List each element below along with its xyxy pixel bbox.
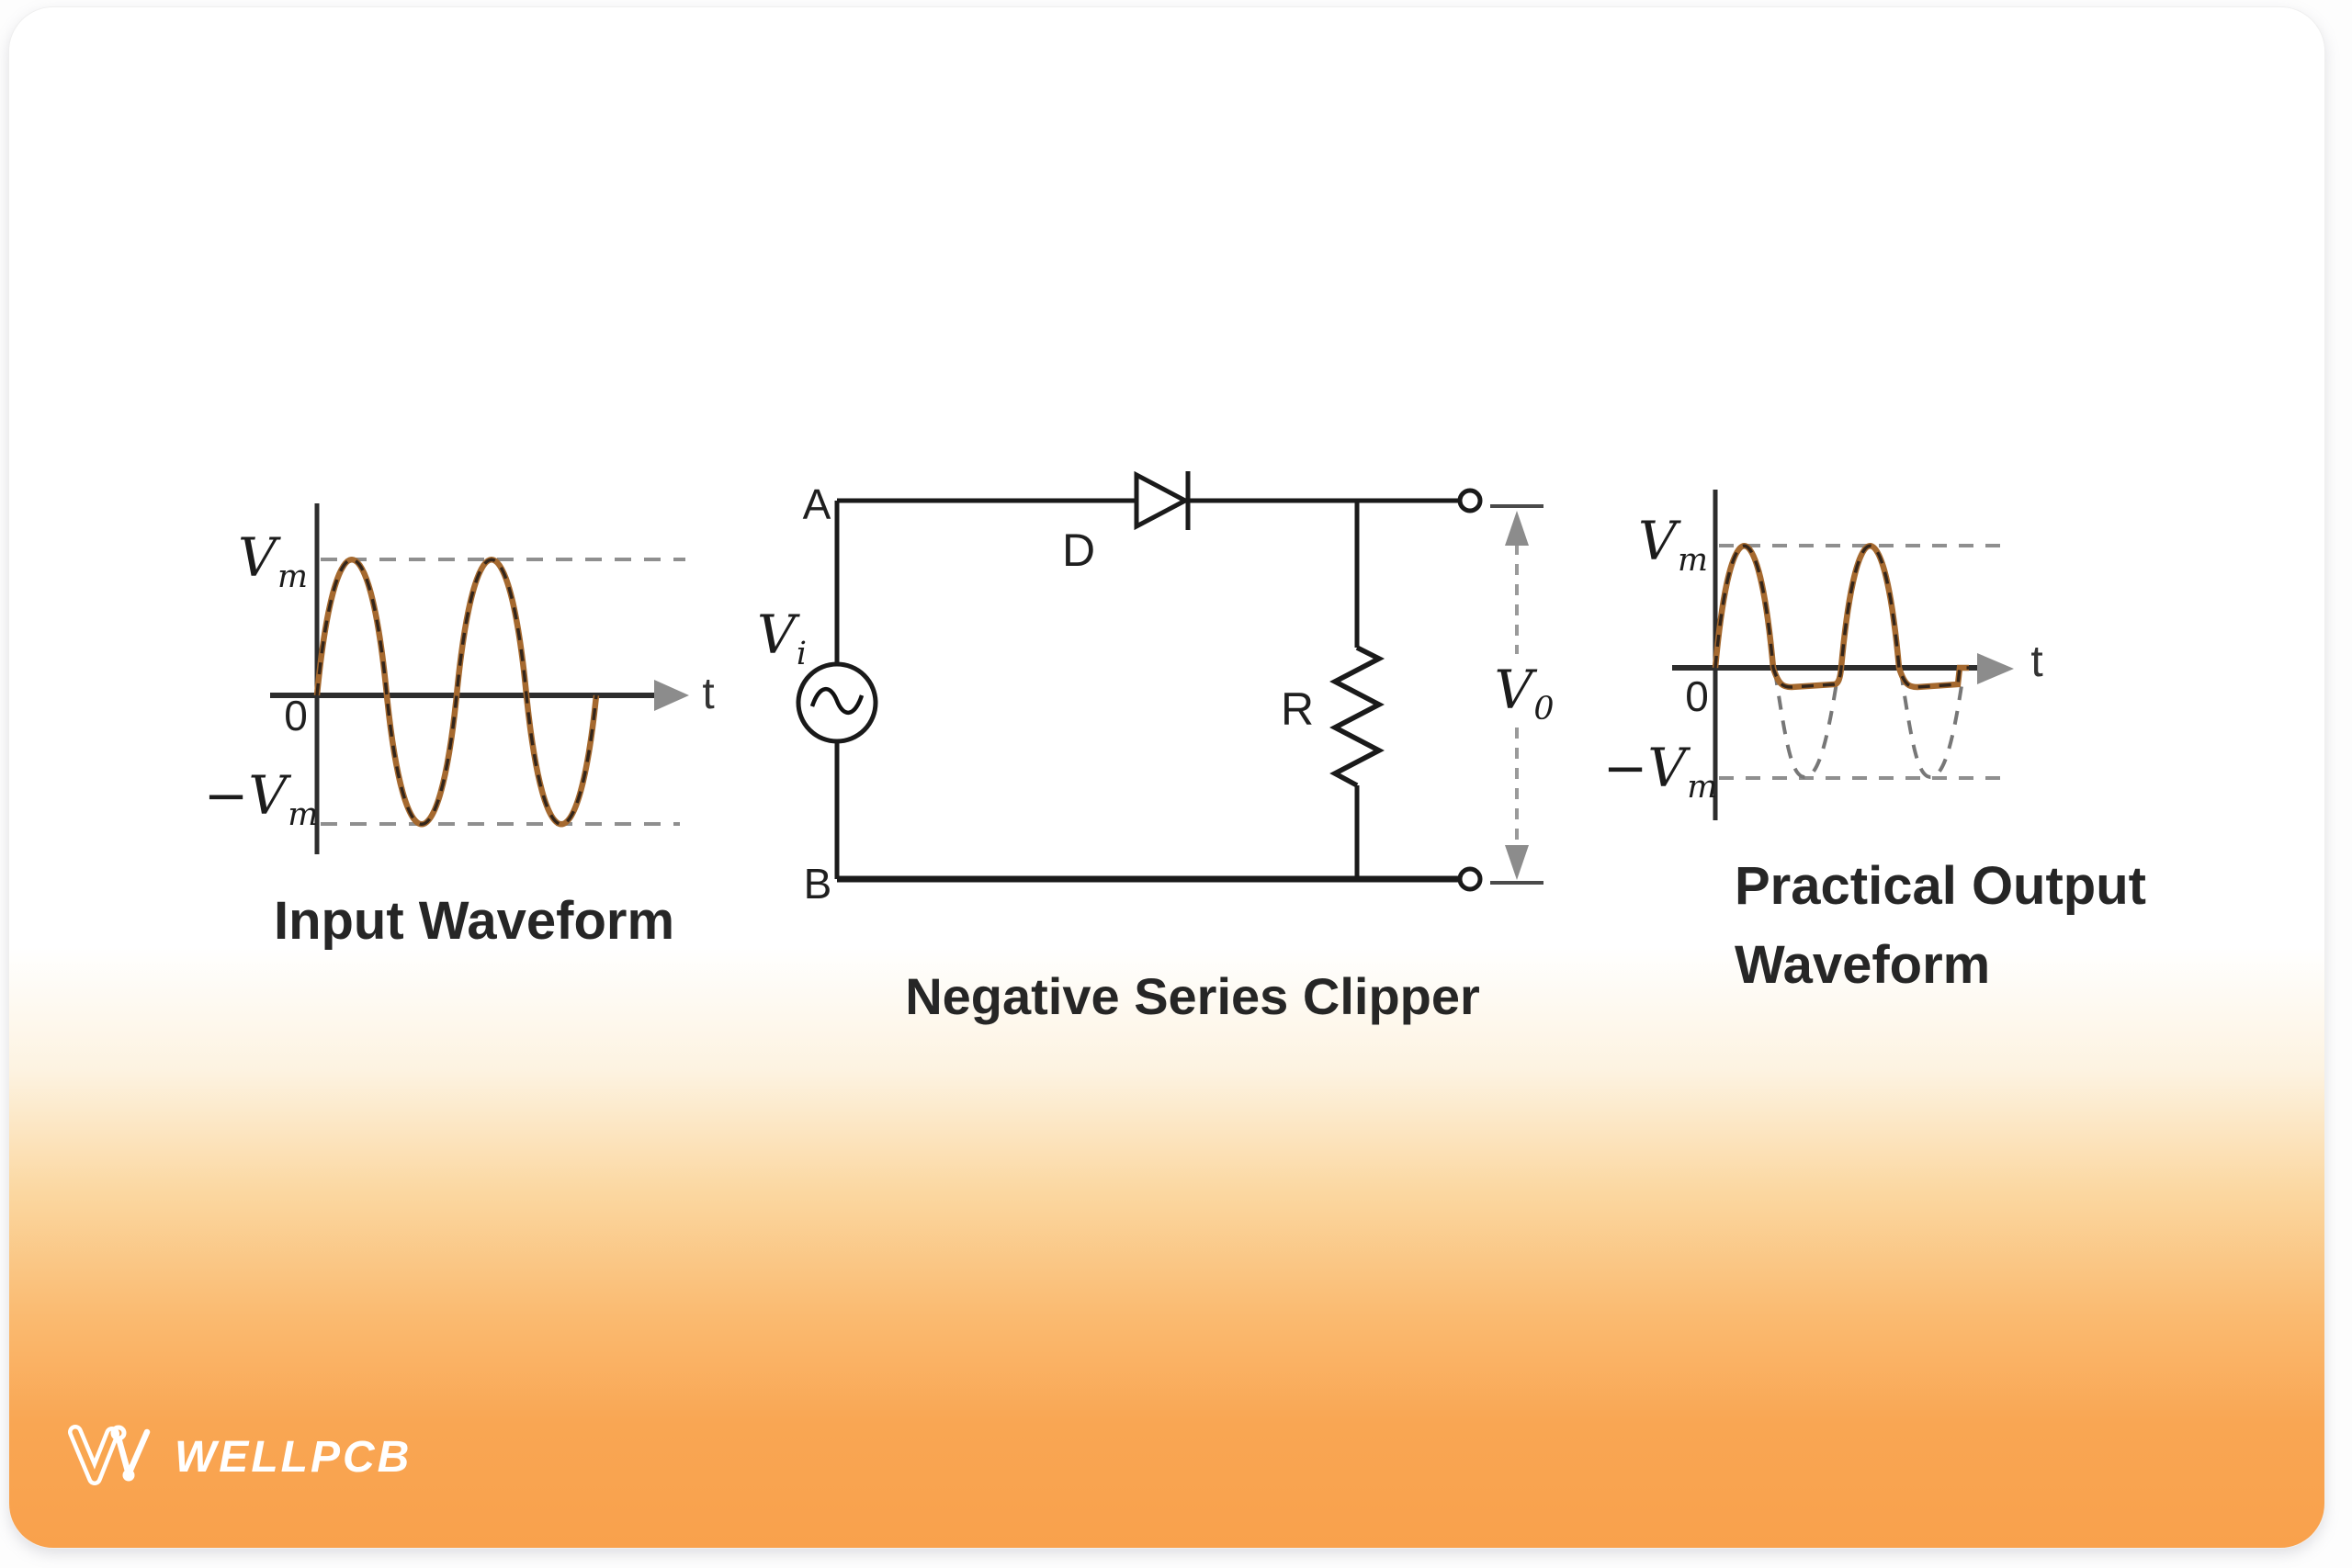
output-origin-label: 0	[1685, 672, 1709, 720]
output-ideal-trough-2	[1899, 671, 1964, 779]
node-a-label: A	[802, 480, 831, 528]
resistor-label: R	[1280, 683, 1315, 735]
output-terminal-top-icon	[1457, 488, 1483, 513]
wellpcb-logo: WELLPCB	[64, 1419, 412, 1491]
output-vmin-label: −Vm	[1602, 737, 1718, 807]
input-sine-curve	[313, 557, 600, 828]
input-origin-label: 0	[284, 692, 308, 739]
output-practical-dash-overlay	[1713, 544, 1969, 689]
resistor-icon	[1329, 645, 1385, 788]
output-waveform-title: Practical Output Waveform	[1735, 847, 2146, 1005]
node-b-label: B	[803, 860, 832, 908]
output-t-axis-arrowhead-icon	[1977, 653, 2014, 684]
input-t-axis-label: t	[702, 670, 715, 718]
ac-source-sine-glyph	[809, 687, 865, 715]
output-waveform-title-line1: Practical Output	[1735, 856, 2146, 916]
circuit-title: Negative Series Clipper	[905, 967, 1480, 1025]
input-waveform-title: Input Waveform	[273, 891, 675, 951]
diode-label: D	[1061, 525, 1096, 576]
output-t-axis-label: t	[2030, 637, 2043, 686]
wellpcb-logo-icon	[68, 1425, 151, 1485]
output-vmax-label: Vm	[1638, 510, 1708, 580]
clipper-circuit	[796, 470, 1544, 892]
output-v0-label: V0	[1494, 659, 1555, 728]
input-t-axis-arrowhead-icon	[654, 680, 689, 711]
v0-arrow-down-icon	[1505, 845, 1529, 880]
output-waveform-title-line2: Waveform	[1735, 935, 1991, 995]
input-waveform-plot	[270, 503, 689, 854]
source-vi-label: Vi	[756, 604, 808, 673]
output-ideal-trough-1	[1773, 671, 1839, 779]
input-vmin-label: −Vm	[203, 764, 319, 834]
diode-icon	[1134, 470, 1191, 531]
output-waveform-plot	[1672, 490, 2014, 820]
input-vmax-label: Vm	[238, 526, 308, 596]
wellpcb-logo-text: WELLPCB	[175, 1432, 413, 1482]
v0-arrow-up-icon	[1505, 511, 1529, 546]
output-terminal-bottom-icon	[1457, 866, 1483, 892]
